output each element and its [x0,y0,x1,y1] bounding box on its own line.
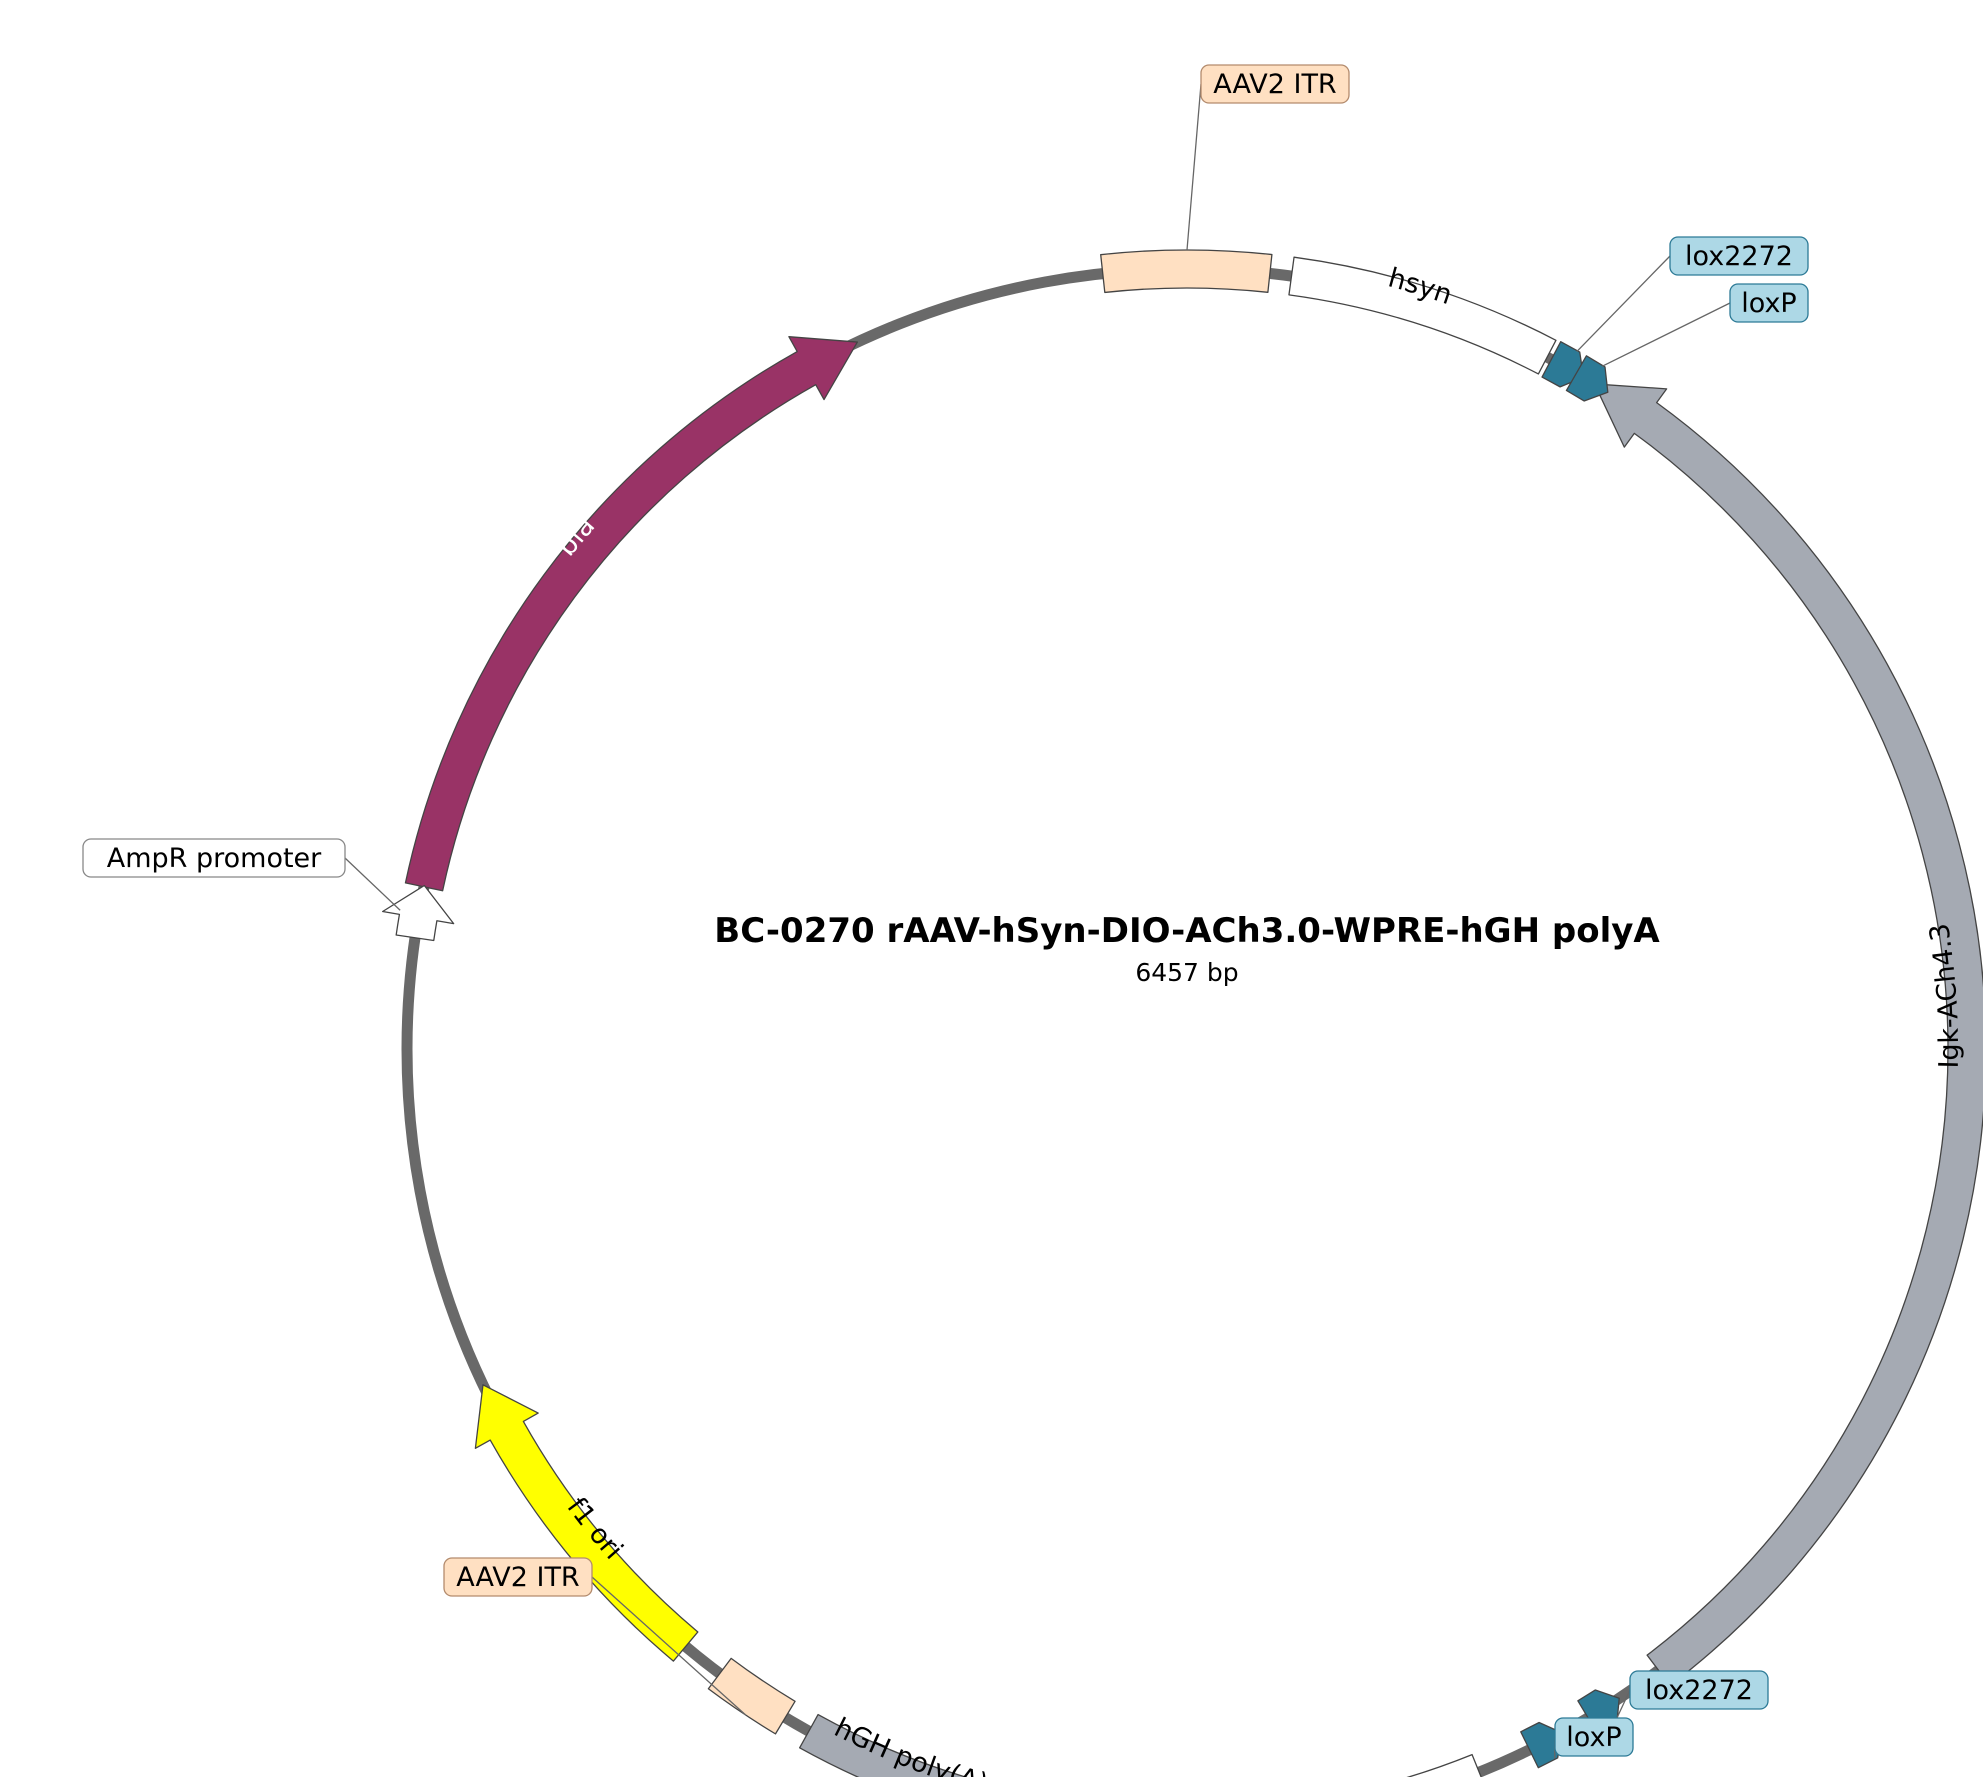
feature-ampr-promoter[interactable] [382,884,455,942]
callout-label-itr-top: AAV2 ITR [1213,69,1336,100]
leader-line-itr-top [1186,83,1202,251]
plasmid-name: rAAV-hSyn-DIO-ACh3.0-WPRE-hGH polyA [887,911,1661,951]
feature-itr-top[interactable] [1100,249,1273,294]
callout-box-itr-bottom[interactable] [443,1557,593,1597]
leader-line-loxp-top [1601,302,1731,367]
callout-box-itr-top[interactable] [1200,64,1350,104]
feature-hgh[interactable] [798,1713,1108,1777]
feature-loxp-top[interactable] [1565,355,1609,402]
plasmid-id: BC-0270 [714,911,874,951]
leader-line-ampr-promoter [344,857,401,911]
svg-text:BC-0270 rAAV-hSyn-DIO-ACh3.0: BC-0270 rAAV-hSyn-DIO-ACh3.0-WPRE-hGH po… [714,911,1660,951]
callout-box-loxp-top[interactable] [1729,283,1809,323]
callout-label-ampr-promoter: AmpR promoter [107,843,322,874]
feature-hsyn[interactable] [1288,256,1557,375]
map-title: BC-0270 rAAV-hSyn-DIO-ACh3.0-WPRE-hGH po… [714,911,1660,987]
feature-itr-bottom[interactable] [707,1657,796,1735]
callout-label-lox2272-top: lox2272 [1685,241,1793,272]
callout-box-lox2272-top[interactable] [1669,236,1809,276]
feature-loxp-bottom[interactable] [1520,1721,1563,1769]
callout-label-lox2272-bottom: lox2272 [1645,1675,1753,1706]
callout-label-loxp-top: loxP [1741,288,1796,319]
feature-igk[interactable] [1593,383,1983,1687]
callout-label-itr-bottom: AAV2 ITR [456,1562,579,1593]
callout-box-loxp-bottom[interactable] [1554,1717,1634,1757]
callout-box-ampr-promoter[interactable] [82,838,346,878]
callout-label-loxp-bottom: loxP [1566,1722,1621,1753]
feature-bla[interactable] [404,336,859,892]
leader-line-itr-bottom [591,1576,747,1716]
leader-line-lox2272-top [1576,255,1671,352]
plasmid-length: 6457 bp [1135,958,1238,987]
callout-box-lox2272-bottom[interactable] [1629,1670,1769,1710]
feature-f1ori[interactable] [474,1384,699,1662]
feature-wpre[interactable] [1155,1753,1486,1777]
